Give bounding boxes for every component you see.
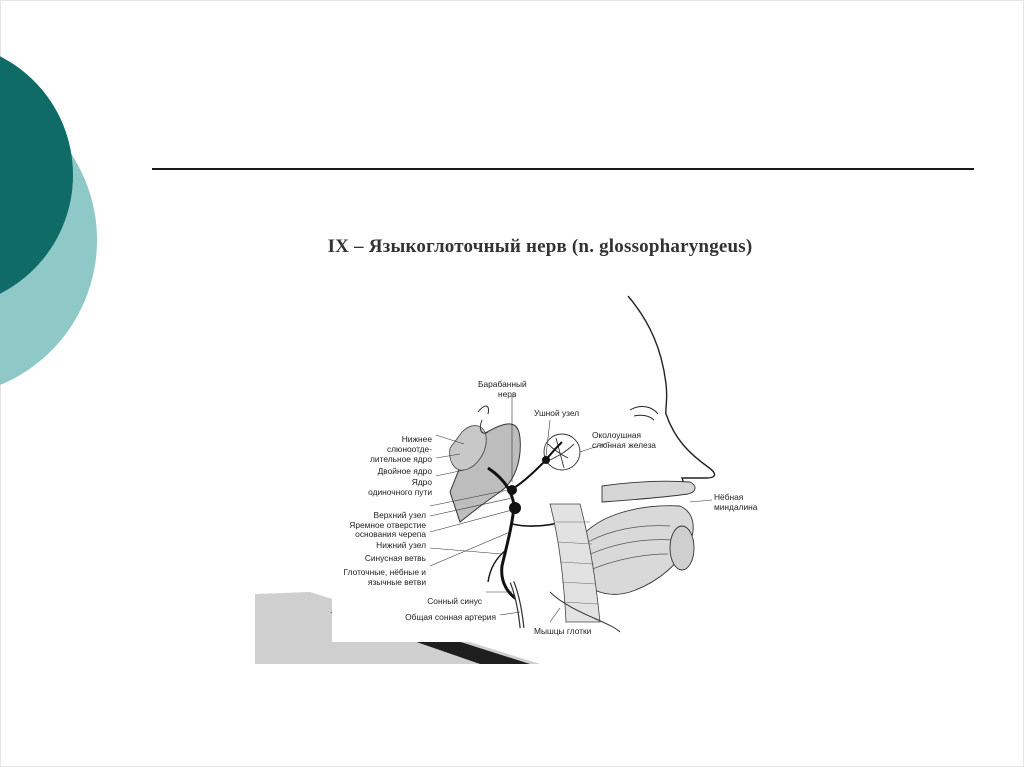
label-pharyngeal-branches-2: язычные ветви: [368, 577, 426, 587]
label-palatine-tonsil-1: Нёбная: [714, 492, 743, 502]
label-palatine-tonsil-2: миндалина: [714, 502, 758, 512]
slide-title: IX – Языкоглоточный нерв (n. glossophary…: [0, 236, 1024, 258]
decorative-circles: [0, 0, 110, 420]
label-inferior-salivatory-3: лительное ядро: [370, 454, 432, 464]
label-tympanic-nerve-2: нерв: [498, 389, 517, 399]
glossopharyngeal-nerve-diagram: Нижнее слюноотде- лительное ядро Двойное…: [250, 292, 770, 672]
label-carotid-sinus: Сонный синус: [427, 596, 482, 606]
otic-ganglion: [542, 456, 550, 464]
label-solitary-nucleus-1: Ядро: [412, 477, 433, 487]
label-nucleus-ambiguus: Двойное ядро: [378, 466, 433, 476]
palatine-tonsil: [670, 526, 694, 570]
label-common-carotid-artery: Общая сонная артерия: [405, 612, 496, 622]
label-superior-ganglion: Верхний узел: [373, 510, 426, 520]
label-inferior-ganglion: Нижний узел: [376, 540, 426, 550]
label-inferior-salivatory-1: Нижнее: [402, 434, 433, 444]
label-pharynx-muscles: Мышцы глотки: [534, 626, 592, 636]
label-otic-ganglion: Ушной узел: [534, 408, 579, 418]
label-parotid-gland-2: слюнная железа: [592, 440, 656, 450]
title-divider: [152, 168, 974, 170]
label-pharyngeal-branches-1: Глоточные, нёбные и: [344, 567, 427, 577]
superior-ganglion: [507, 485, 517, 495]
label-solitary-nucleus-2: одиночного пути: [368, 487, 432, 497]
label-sinus-branch: Синусная ветвь: [365, 553, 427, 563]
label-parotid-gland-1: Околоушная: [592, 430, 641, 440]
inferior-ganglion: [509, 502, 521, 514]
label-jugular-foramen-2: основания черепа: [355, 529, 426, 539]
label-tympanic-nerve-1: Барабанный: [478, 379, 527, 389]
label-inferior-salivatory-2: слюноотде-: [387, 444, 432, 454]
